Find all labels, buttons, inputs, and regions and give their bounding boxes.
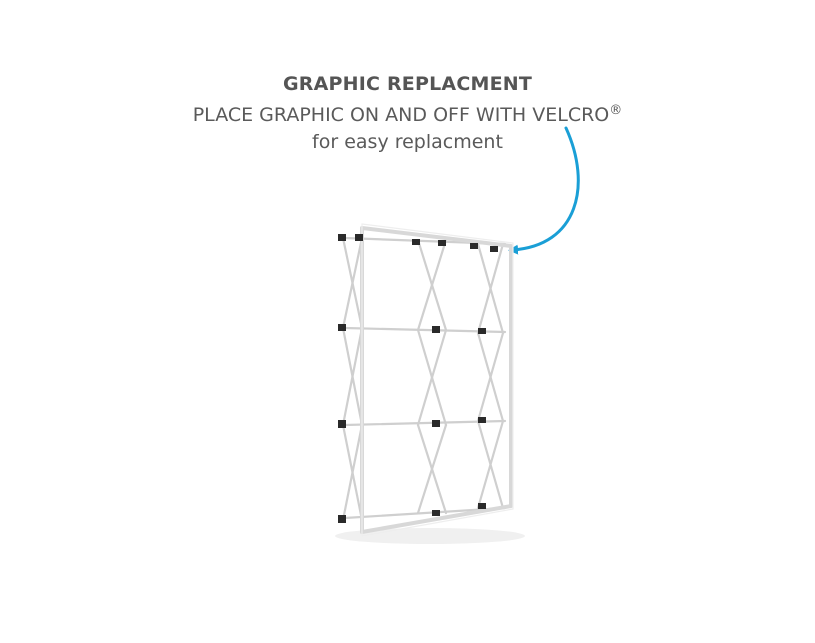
caption-note: for easy replacment (312, 131, 503, 153)
registered-mark: ® (609, 103, 623, 118)
caption-subtitle: PLACE GRAPHIC ON AND OFF WITH VELCRO® (0, 98, 815, 128)
popup-frame-image (335, 223, 525, 544)
caption-block: GRAPHIC REPLACMENT PLACE GRAPHIC ON AND … (0, 70, 815, 156)
caption-title: GRAPHIC REPLACMENT (282, 73, 533, 95)
caption-subtitle-text: PLACE GRAPHIC ON AND OFF WITH VELCRO (192, 104, 610, 126)
curved-arrow-icon (508, 126, 580, 255)
